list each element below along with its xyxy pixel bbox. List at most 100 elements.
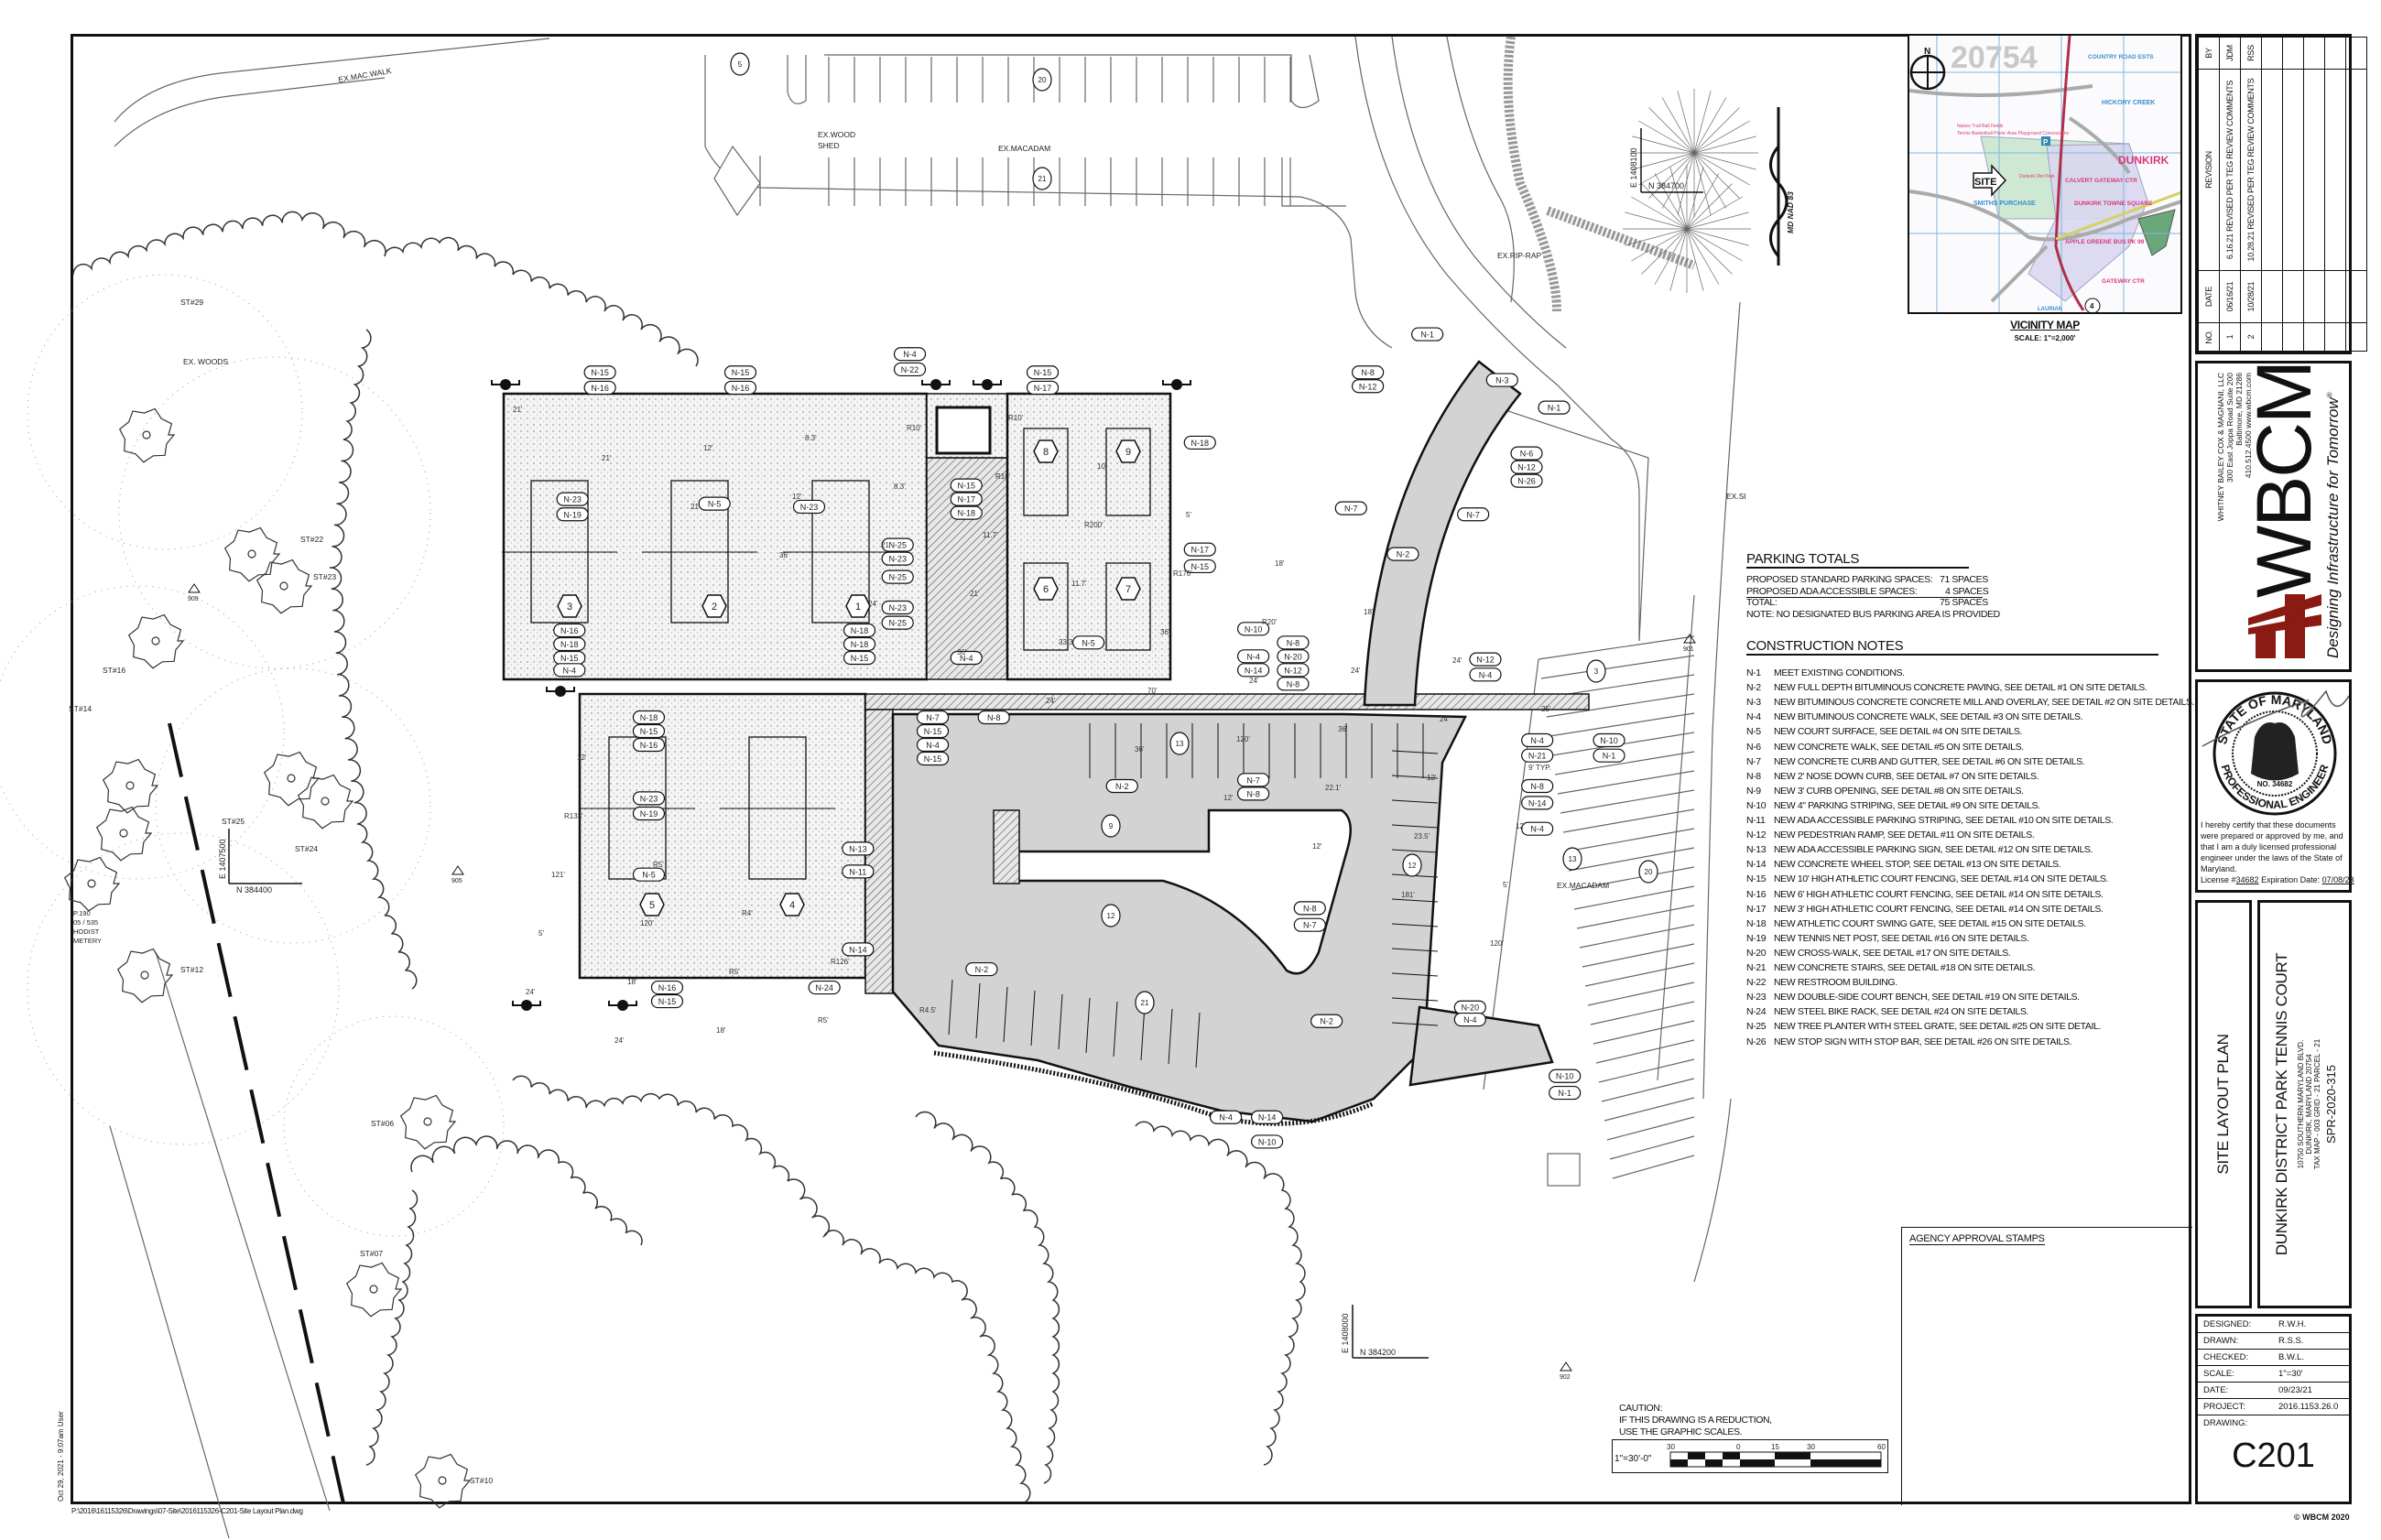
note-text: NEW CROSS-WALK, SEE DETAIL #17 ON SITE D… xyxy=(1774,947,2011,959)
gate-swing xyxy=(512,1001,541,1006)
callout-bubble xyxy=(1538,400,1571,415)
existing-stall-line xyxy=(1587,981,1695,1006)
dimension-label: 36' xyxy=(1135,745,1145,754)
callout-bubble xyxy=(1310,1014,1343,1028)
seal-outer-ring xyxy=(2212,691,2337,816)
restroom-building xyxy=(935,406,992,455)
map-route-label: 4 xyxy=(2090,302,2094,310)
revision-row xyxy=(2261,37,2283,352)
callout-label: N-18 xyxy=(1191,439,1210,448)
callout-bubble xyxy=(842,942,875,957)
note-number: N-7 xyxy=(1746,755,1761,767)
court-number-hex xyxy=(701,594,727,618)
note-text: NEW CONCRETE WHEEL STOP, SEE DETAIL #13 … xyxy=(1774,859,2061,871)
callout-label: N-15 xyxy=(851,654,869,663)
callout-bubble xyxy=(881,615,914,630)
star-tree-line xyxy=(1693,152,1712,215)
callout-label: N-14 xyxy=(1245,666,1263,675)
callout-bubble xyxy=(698,496,731,511)
construction-notes-title: CONSTRUCTION NOTES xyxy=(1746,638,2158,656)
callout-bubble xyxy=(893,347,927,362)
existing-road-edge xyxy=(1483,301,1741,1100)
callout-bubble xyxy=(1457,507,1490,522)
map-laurian-label: LAURIAN xyxy=(2038,307,2062,312)
star-tree-line xyxy=(1693,91,1712,154)
map-route-shield xyxy=(2084,298,2101,312)
existing-feature-label: SHED xyxy=(818,141,840,150)
callout-bubble xyxy=(553,623,586,638)
tree-trunk xyxy=(151,636,160,645)
callout-bubble xyxy=(556,507,589,522)
callout-bubble xyxy=(556,492,589,506)
stall-count-circle xyxy=(1586,659,1606,683)
callout-bubble xyxy=(950,650,983,666)
scale-bar-segment xyxy=(1810,1459,1881,1467)
grid-coordinate-label: E 1408100 xyxy=(1629,147,1638,188)
callout-label: N-22 xyxy=(901,365,919,374)
callout-bubble xyxy=(1334,501,1367,515)
dimension-label: 11.7' xyxy=(1071,580,1087,588)
dimension-label: 10' xyxy=(1097,462,1107,471)
spot-elevation-label: 909 xyxy=(188,596,199,602)
note-number: N-6 xyxy=(1746,741,1761,753)
callout-bubble xyxy=(553,663,586,678)
revision-cell xyxy=(2324,270,2346,323)
revision-cell xyxy=(2261,270,2283,323)
dimension-label: 12' xyxy=(577,754,587,762)
star-tree-line xyxy=(1631,228,1688,262)
star-tree-line xyxy=(1686,167,1704,230)
existing-stall-line xyxy=(1538,635,1695,660)
gate-swing xyxy=(491,380,520,385)
spot-elevation-label: 902 xyxy=(1560,1374,1571,1381)
tree-symbol xyxy=(414,1453,472,1509)
parking-stripe xyxy=(948,979,953,1036)
pickleball-court-block xyxy=(1006,392,1172,681)
dimension-label: 18' xyxy=(627,978,637,986)
revision-header: BY xyxy=(2198,37,2220,70)
revision-cell: 1 xyxy=(2219,322,2241,352)
woods-scallop-edge xyxy=(72,211,699,367)
existing-feature-label: EX.MACADAM xyxy=(998,144,1050,153)
callout-label: N-4 xyxy=(926,741,940,750)
parking-stripe xyxy=(975,982,981,1039)
scale-bar-segment xyxy=(1775,1452,1810,1459)
revision-cell: 06/16/21 xyxy=(2219,270,2241,323)
gate-swing xyxy=(608,1001,637,1006)
dimension-label: 24' xyxy=(1440,715,1450,723)
note-text: NEW 2' NOSE DOWN CURB, SEE DETAIL #7 ON … xyxy=(1774,770,2039,782)
project-address-line: 10750 SOUTHERN MARYLAND BLVD. xyxy=(2297,1039,2305,1169)
parking-stripe xyxy=(1391,799,1439,804)
tree-trunk xyxy=(438,1476,447,1485)
callout-label: N-18 xyxy=(851,640,869,649)
existing-macadam-edge xyxy=(704,55,1393,349)
grid-coordinate-label: E 1407500 xyxy=(218,839,227,879)
plot-stamp: Oct 29, 2021 - 9:07am User xyxy=(57,1411,65,1502)
stall-count: 9 xyxy=(1109,822,1114,830)
callout-bubble xyxy=(792,499,826,515)
star-tree-line xyxy=(1677,91,1695,154)
map-zip-label: 20754 xyxy=(1951,40,2038,75)
drawing-info-block: DESIGNED:R.W.H.DRAWN:R.S.S.CHECKED:B.W.L… xyxy=(2195,1314,2352,1504)
note-text: NEW 4" PARKING STRIPING, SEE DETAIL #9 O… xyxy=(1774,799,2040,811)
callout-bubble xyxy=(1251,1110,1284,1124)
note-text: NEW 3' CURB OPENING, SEE DETAIL #8 ON SI… xyxy=(1774,785,2024,797)
callout-bubble xyxy=(881,551,914,566)
star-tree-line xyxy=(1625,228,1688,246)
revision-cell xyxy=(2303,270,2325,323)
callout-bubble xyxy=(950,492,983,506)
note-text: NEW 3' HIGH ATHLETIC COURT FENCING, SEE … xyxy=(1774,903,2104,915)
map-parking-label: P xyxy=(2043,138,2049,146)
revision-header: DATE xyxy=(2198,270,2220,323)
stall-count: 20 xyxy=(1038,76,1047,84)
callout-label: N-19 xyxy=(563,510,582,519)
firm-tagline: Designing Infrastructure for Tomorrow® xyxy=(2324,392,2342,658)
callout-bubble xyxy=(1386,547,1419,561)
callout-bubble xyxy=(553,636,586,652)
callout-label: N-21 xyxy=(1528,752,1547,761)
map-green-area xyxy=(2137,209,2176,256)
